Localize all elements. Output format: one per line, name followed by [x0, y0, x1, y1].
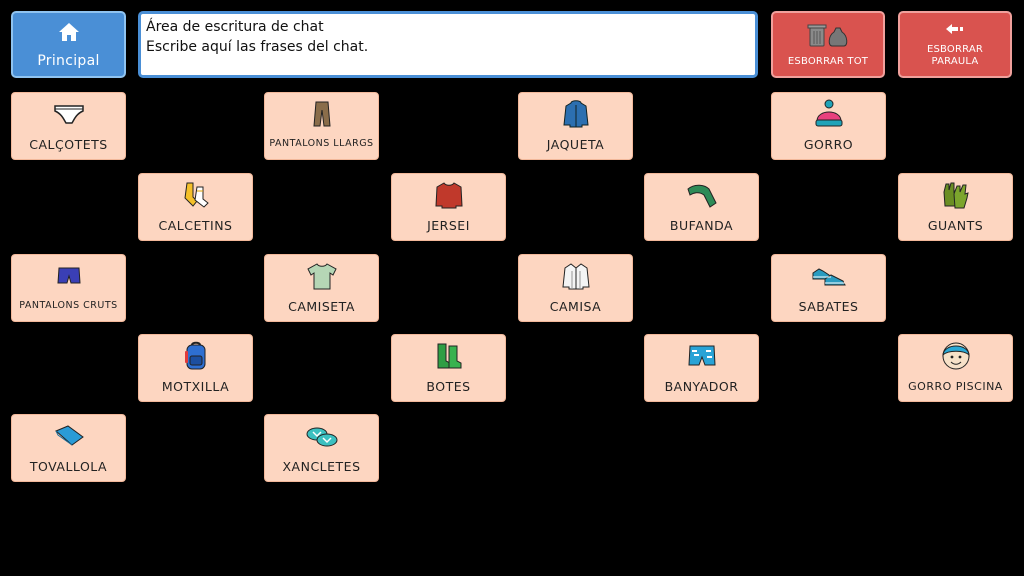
tile-label: JERSEI — [427, 217, 470, 233]
swimsuit-icon — [687, 341, 717, 371]
clear-all-label: ESBORRAR TOT — [787, 55, 869, 67]
tile-botes[interactable]: BOTES — [391, 334, 506, 402]
tile-label: JAQUETA — [546, 136, 605, 152]
chat-line-2: Escribe aquí las frases del chat. — [146, 39, 369, 55]
home-button-label: Principal — [37, 52, 100, 69]
tile-xancletes[interactable]: XANCLETES — [264, 414, 379, 482]
tile-gorro-piscina[interactable]: GORRO PISCINA — [898, 334, 1013, 402]
chat-line-1: Área de escritura de chat — [146, 19, 324, 35]
socks-icon — [181, 180, 211, 210]
tile-label: TOVALLOLA — [29, 458, 108, 474]
backpack-icon — [183, 341, 209, 371]
tile-gorro[interactable]: GORRO — [771, 92, 886, 160]
tile-label: SABATES — [798, 298, 859, 314]
tile-label: GUANTS — [927, 217, 984, 233]
home-icon — [58, 21, 80, 47]
tile-label: PANTALONS CRUTS — [19, 300, 118, 311]
swim-cap-icon — [940, 341, 972, 371]
tile-calcotets[interactable]: CALÇOTETS — [11, 92, 126, 160]
clear-word-button[interactable]: ESBORRAR PARAULA — [898, 11, 1012, 78]
beanie-icon — [813, 99, 845, 129]
underwear-icon — [52, 99, 86, 129]
tshirt-icon — [306, 261, 338, 291]
tile-label: XANCLETES — [282, 458, 361, 474]
tile-label: CAMISETA — [288, 298, 355, 314]
sweater-icon — [434, 180, 464, 210]
tile-label: BOTES — [426, 378, 471, 394]
clear-all-button[interactable]: ESBORRAR TOT — [771, 11, 885, 78]
tile-sabates[interactable]: SABATES — [771, 254, 886, 322]
tile-pantalons-cruts[interactable]: PANTALONS CRUTS — [11, 254, 126, 322]
trash-bins-icon — [806, 22, 850, 52]
tile-jersei[interactable]: JERSEI — [391, 173, 506, 241]
tile-pantalons-llargs[interactable]: PANTALONS LLARGS — [264, 92, 379, 160]
tile-label: GORRO PISCINA — [908, 379, 1003, 393]
shoes-icon — [811, 261, 847, 291]
tile-guants[interactable]: GUANTS — [898, 173, 1013, 241]
home-button[interactable]: Principal — [11, 11, 126, 78]
scarf-icon — [685, 180, 719, 210]
tile-label: BANYADOR — [664, 378, 739, 394]
tile-label: CALCETINS — [158, 217, 233, 233]
jacket-icon — [562, 99, 590, 129]
towel-icon — [52, 421, 86, 451]
clear-word-label: ESBORRAR PARAULA — [926, 44, 984, 67]
tile-tovallola[interactable]: TOVALLOLA — [11, 414, 126, 482]
tile-label: GORRO — [803, 136, 854, 152]
long-pants-icon — [312, 99, 332, 129]
tile-calcetins[interactable]: CALCETINS — [138, 173, 253, 241]
tile-banyador[interactable]: BANYADOR — [644, 334, 759, 402]
tile-camiseta[interactable]: CAMISETA — [264, 254, 379, 322]
flip-flops-icon — [305, 421, 339, 451]
tile-label: PANTALONS LLARGS — [269, 138, 374, 149]
gloves-icon — [940, 180, 972, 210]
tile-camisa[interactable]: CAMISA — [518, 254, 633, 322]
backspace-arrow-icon — [944, 21, 966, 40]
tile-label: BUFANDA — [669, 217, 734, 233]
tile-bufanda[interactable]: BUFANDA — [644, 173, 759, 241]
shirt-icon — [561, 261, 591, 291]
tile-label: CALÇOTETS — [29, 136, 108, 152]
chat-input[interactable]: Área de escritura de chat Escribe aquí l… — [138, 11, 758, 78]
tile-label: CAMISA — [549, 298, 602, 314]
tile-jaqueta[interactable]: JAQUETA — [518, 92, 633, 160]
shorts-icon — [56, 261, 82, 291]
boots-icon — [434, 341, 464, 371]
tile-motxilla[interactable]: MOTXILLA — [138, 334, 253, 402]
tile-label: MOTXILLA — [161, 378, 230, 394]
